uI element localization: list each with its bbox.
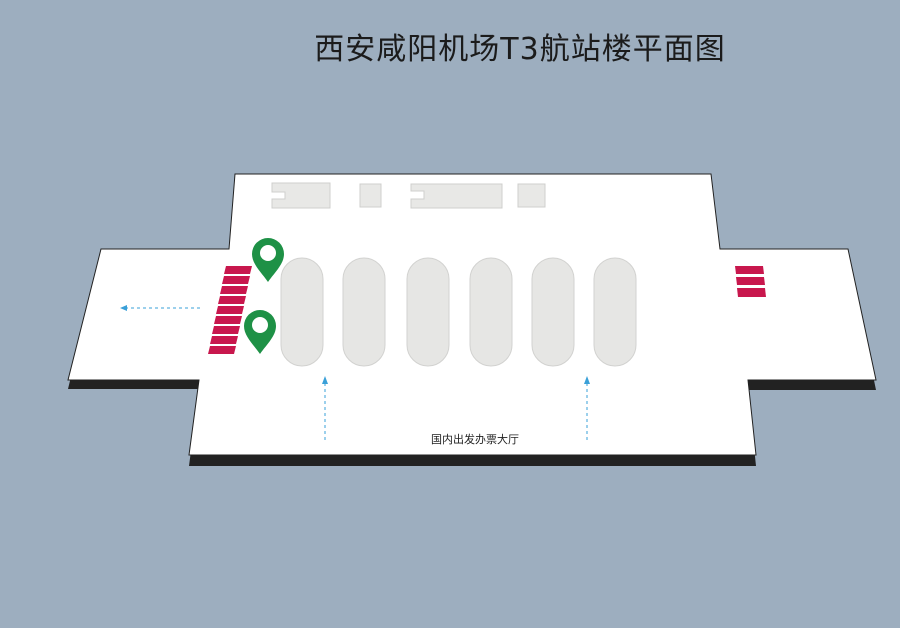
direction-arrows <box>120 305 590 440</box>
check-in-island-5 <box>531 257 575 367</box>
check-in-island-2 <box>342 257 386 367</box>
service-block-2 <box>359 183 382 208</box>
check-in-island-4 <box>469 257 513 367</box>
stairs-left <box>208 266 252 354</box>
map-title: 西安咸阳机场T3航站楼平面图 <box>314 32 726 67</box>
check-in-island-6 <box>593 257 637 367</box>
map-pin-icon[interactable] <box>244 310 276 354</box>
map-pin-icon[interactable] <box>252 238 284 282</box>
top-service-blocks <box>271 182 546 209</box>
stairs-right <box>735 266 766 297</box>
service-block-1 <box>271 182 331 209</box>
check-in-islands <box>280 257 637 367</box>
check-in-island-3 <box>406 257 450 367</box>
check-in-island-1 <box>280 257 324 367</box>
service-block-4 <box>517 183 546 208</box>
service-block-3 <box>410 183 503 209</box>
hall-label: 国内出发办票大厅 <box>431 432 519 446</box>
